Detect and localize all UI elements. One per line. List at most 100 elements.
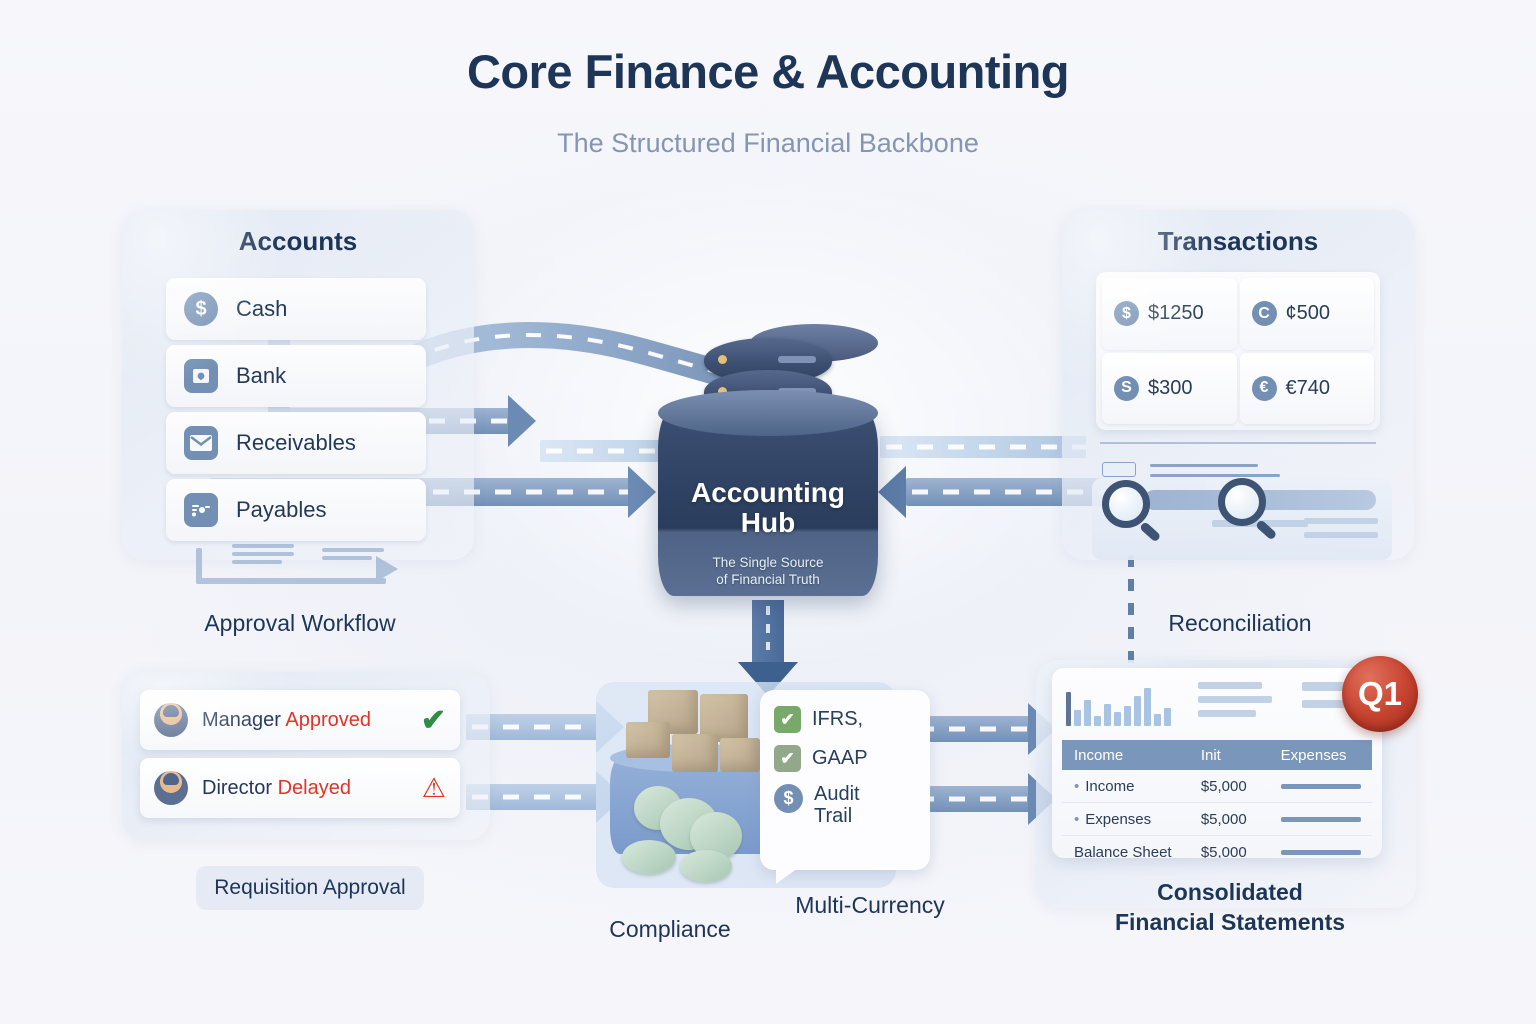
chart-bar	[1154, 714, 1161, 726]
transactions-placeholder-line	[1150, 464, 1258, 467]
coin-stack-icon	[622, 840, 676, 874]
table-row: Income $5,000	[1062, 770, 1372, 803]
compliance-item-gaap: ✔ GAAP	[774, 745, 930, 772]
reconciliation-connector	[1128, 555, 1134, 667]
page-title: Core Finance & Accounting	[466, 45, 1070, 98]
table-cell-value: $5,000	[1200, 810, 1247, 828]
table-cell-name: Balance Sheet	[1074, 844, 1172, 858]
account-label: Payables	[236, 497, 327, 522]
reconciliation-label: Reconciliation	[1168, 610, 1312, 636]
dollar-circle-icon: $	[184, 292, 218, 326]
approval-status: Delayed	[277, 776, 351, 799]
table-cell-name: Expenses	[1062, 811, 1189, 828]
table-header-row: Income Init Expenses	[1062, 740, 1372, 770]
hub-title-line2: Hub	[740, 506, 796, 538]
account-label: Receivables	[236, 430, 356, 455]
transactions-placeholder-line	[1150, 474, 1280, 477]
table-column-header: Expenses	[1280, 746, 1347, 764]
road-compliance-to-statements-1	[912, 703, 1056, 755]
placeholder-line	[1302, 682, 1360, 691]
statements-label: Consolidated Financial Statements	[1040, 878, 1420, 938]
page-subtitle: The Structured Financial Backbone	[557, 128, 979, 158]
statements-label-line1: Consolidated	[1157, 879, 1303, 905]
transaction-tile[interactable]: € €740	[1239, 352, 1374, 424]
account-row-payables[interactable]: Payables	[166, 479, 426, 541]
transactions-tiles: $ $1250 C ¢500 S $300 € €740	[1096, 272, 1380, 430]
mini-bar-chart	[1066, 680, 1186, 726]
reconciliation-line	[1304, 532, 1378, 538]
dollar-circle-icon: $	[774, 784, 803, 813]
compliance-label: IFRS,	[812, 707, 864, 730]
compliance-label: GAAP	[812, 746, 868, 769]
chart-bar	[1124, 706, 1131, 726]
inventory-box-icon	[720, 738, 760, 772]
road-transactions-upper	[880, 436, 1086, 458]
chart-bar	[1104, 704, 1111, 726]
statements-label-line2: Financial Statements	[1114, 908, 1346, 935]
transaction-tile[interactable]: C ¢500	[1239, 278, 1374, 350]
transaction-amount: ¢500	[1285, 302, 1331, 325]
table-row: Balance Sheet $5,000	[1062, 836, 1372, 858]
safe-lock-icon	[184, 359, 218, 393]
approval-status: Approved	[285, 708, 372, 731]
reconciliation-widget	[1092, 478, 1392, 560]
approval-row-director[interactable]: Director Delayed ⚠	[140, 758, 460, 818]
placeholder-line	[1198, 696, 1272, 703]
transactions-placeholder-chip	[1102, 462, 1136, 477]
transaction-tile[interactable]: S $300	[1102, 352, 1237, 424]
hub-subtitle: The Single Source of Financial Truth	[658, 555, 878, 589]
payment-card-icon	[184, 493, 218, 527]
reconciliation-line	[1304, 518, 1378, 524]
envelope-icon	[184, 426, 218, 460]
account-row-bank[interactable]: Bank	[166, 345, 426, 407]
approval-role: Director	[202, 776, 273, 799]
check-icon: ✔	[774, 745, 801, 772]
table-column-header: Income	[1074, 746, 1124, 764]
inventory-box-icon	[626, 722, 670, 758]
avatar	[154, 771, 188, 805]
chart-bar	[1134, 696, 1141, 726]
hub-cylinder-top	[658, 390, 878, 436]
hub-title-line1: Accounting	[691, 477, 845, 508]
magnifier-icon-left[interactable]	[1102, 480, 1162, 543]
compliance-bubble: ✔ IFRS, ✔ GAAP $ Audit Trail	[760, 690, 930, 884]
inventory-box-icon	[672, 734, 718, 772]
quarter-badge: Q1	[1342, 656, 1418, 732]
table-cell-value: $5,000	[1200, 844, 1247, 858]
hub-subtitle-line1: The Single Source	[712, 555, 824, 570]
accounts-panel: Accounts $ Cash Bank Receivables	[122, 210, 474, 560]
table-cell-bar	[1280, 816, 1362, 822]
chart-bar	[1144, 688, 1151, 726]
approval-row-text: Director Delayed	[202, 777, 422, 800]
transaction-amount: €740	[1285, 376, 1331, 399]
statements-card: Income Init Expenses Income $5,000 Expen…	[1052, 668, 1382, 858]
approval-row-text: Manager Approved	[202, 709, 421, 732]
chart-bar	[1074, 710, 1081, 726]
placeholder-line	[1198, 682, 1262, 689]
statements-table: Income Init Expenses Income $5,000 Expen…	[1062, 740, 1372, 858]
chart-bar	[1066, 692, 1071, 726]
approval-row-manager[interactable]: Manager Approved ✔	[140, 690, 460, 750]
dollar-coin-icon: S	[1114, 375, 1139, 401]
euro-coin-icon: €	[1251, 375, 1277, 401]
accounts-list: $ Cash Bank Receivables Payables	[166, 278, 426, 546]
placeholder-line	[1302, 700, 1360, 708]
compliance-item-audit-trail: $ Audit Trail	[774, 783, 930, 827]
approval-workflow-label: Approval Workflow	[204, 610, 396, 636]
account-row-receivables[interactable]: Receivables	[166, 412, 426, 474]
warning-triangle-icon: ⚠	[421, 772, 446, 803]
table-cell-bar	[1280, 850, 1362, 855]
transaction-tile[interactable]: $ $1250	[1102, 278, 1237, 350]
avatar	[154, 703, 188, 737]
requisition-approval-chip: Requisition Approval	[196, 866, 424, 910]
placeholder-line	[1198, 710, 1256, 717]
table-column-header: Init	[1200, 746, 1221, 764]
magnifier-icon-right[interactable]	[1218, 478, 1278, 541]
transaction-amount: $300	[1148, 376, 1193, 399]
table-row: Expenses $5,000	[1062, 803, 1372, 836]
chart-bar	[1164, 708, 1171, 726]
chart-bar	[1114, 712, 1121, 726]
table-cell-value: $5,000	[1200, 777, 1247, 795]
account-row-cash[interactable]: $ Cash	[166, 278, 426, 340]
